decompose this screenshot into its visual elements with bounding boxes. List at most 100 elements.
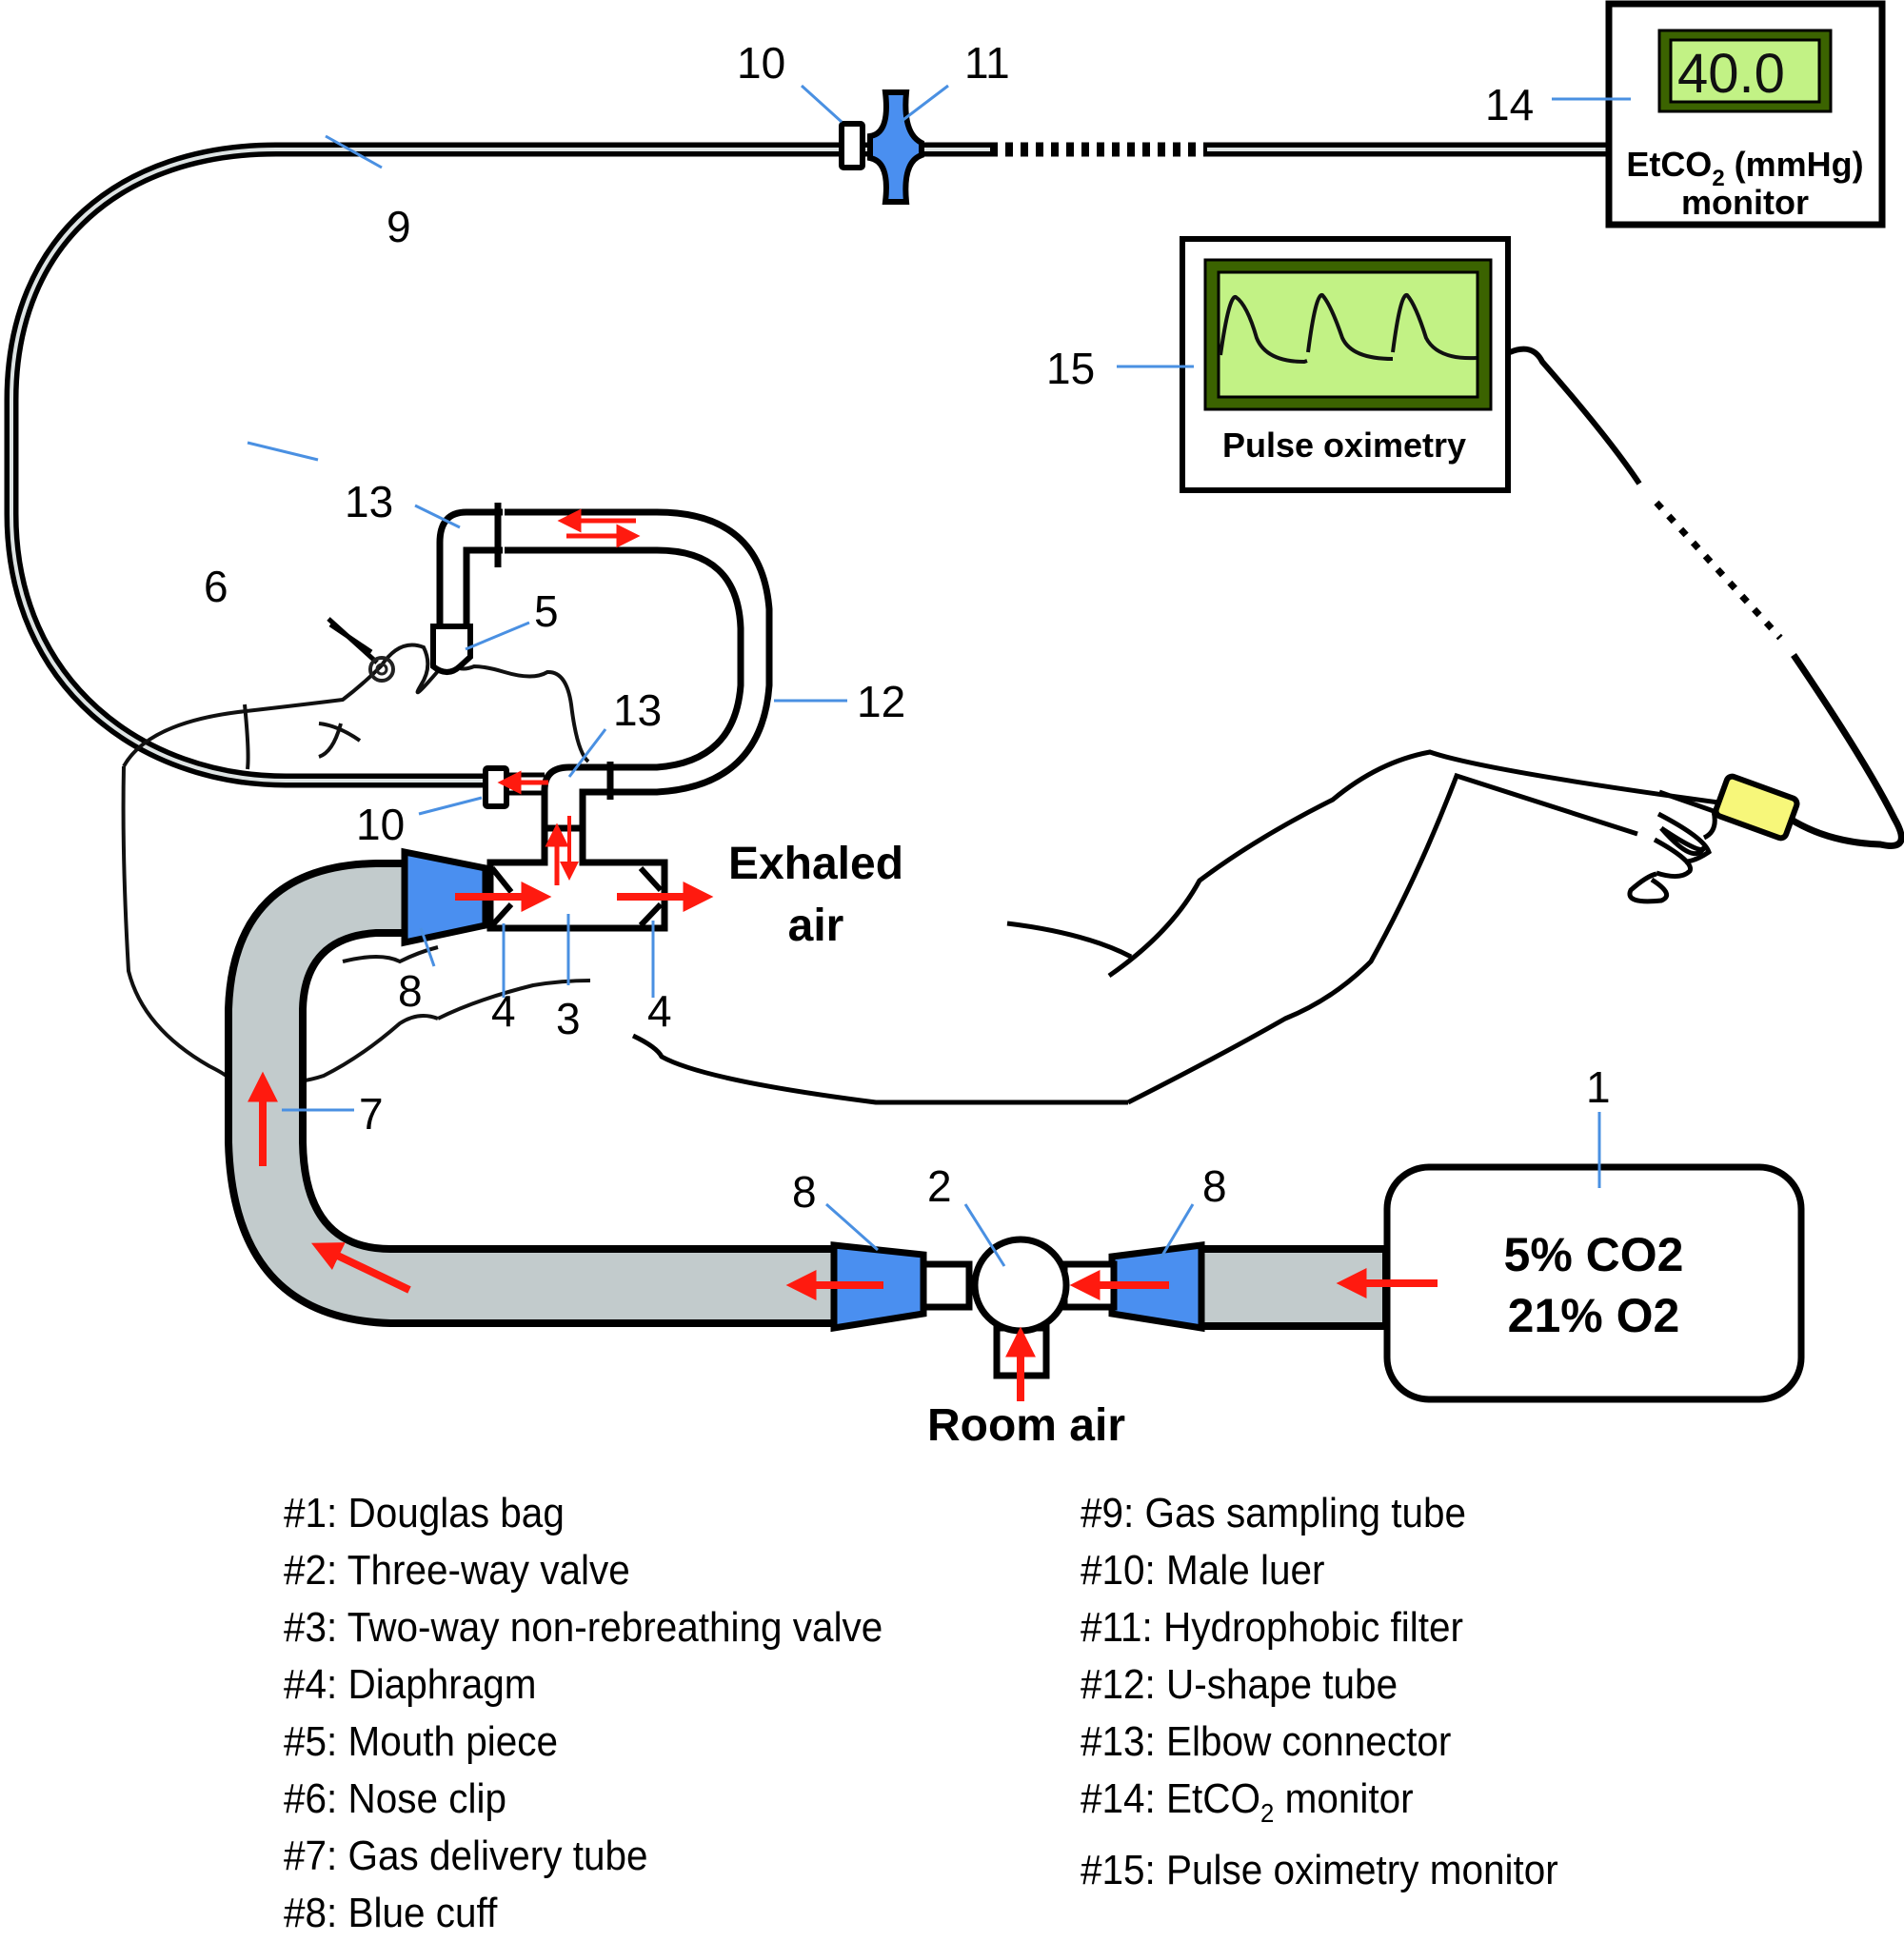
etco2-monitor-label: EtCO2 (mmHg) [1626, 145, 1863, 191]
callout-5: 5 [534, 586, 559, 636]
legend-text: Blue cuff [347, 1890, 498, 1936]
exhaled-air-label-line1: Exhaled [728, 839, 903, 889]
douglas-bag [1383, 1163, 1805, 1403]
callout-11: 11 [964, 38, 1010, 88]
callout-7: 7 [359, 1089, 384, 1139]
callout-3: 3 [556, 994, 581, 1043]
legend-text: Douglas bag [347, 1490, 565, 1536]
legend-text: EtCO [1166, 1775, 1261, 1822]
gas-delivery-tube [225, 860, 842, 1327]
legend-num: #9: [1081, 1490, 1135, 1536]
pulse-oximetry-label: Pulse oximetry [1222, 426, 1466, 465]
legend-item: #12: U-shape tube [1081, 1656, 1558, 1714]
douglas-bag-o2: 21% O2 [1508, 1289, 1680, 1342]
legend-num: #6: [284, 1775, 338, 1822]
two-way-non-rebreathing-valve [486, 824, 668, 932]
etco2-reading: 40.0 [1677, 43, 1785, 105]
legend-text: Gas sampling tube [1144, 1490, 1467, 1536]
legend-text: Diaphragm [347, 1661, 537, 1708]
mouth-piece [430, 624, 473, 675]
legend-num: #13: [1081, 1718, 1156, 1765]
callout-13-bottom: 13 [613, 685, 662, 735]
flow-arrows [248, 508, 1438, 1401]
legend-num: #7: [284, 1833, 338, 1879]
legend-item: #13: Elbow connector [1081, 1714, 1558, 1771]
callout-10-top: 10 [737, 38, 785, 88]
callout-numbers: 10 11 14 9 15 13 6 5 13 12 10 8 4 3 4 7 … [204, 38, 1611, 1217]
bag-connection-tube [1196, 1245, 1390, 1330]
pulse-oximetry-cable [1508, 346, 1904, 849]
legend-item: #15: Pulse oximetry monitor [1081, 1842, 1558, 1899]
legend-text: Three-way valve [347, 1547, 630, 1594]
callout-12: 12 [857, 677, 905, 726]
legend-item: #7: Gas delivery tube [284, 1828, 883, 1885]
legend-item: #6: Nose clip [284, 1771, 883, 1828]
male-luer-top [839, 121, 865, 170]
legend-item: #5: Mouth piece [284, 1714, 883, 1771]
legend-num: #15: [1081, 1846, 1156, 1893]
etco2-monitor: 40.0 EtCO2 (mmHg) monitor [1605, 0, 1886, 228]
u-shape-tube [505, 508, 773, 796]
legend-text: Two-way non-rebreathing valve [347, 1604, 883, 1651]
blue-cuff-upper [401, 847, 489, 947]
legend-num: #5: [284, 1718, 338, 1765]
exhaled-air-label-line2: air [788, 901, 844, 951]
leader-lines [247, 84, 1631, 1267]
legend-num: #12: [1081, 1661, 1156, 1708]
legend-text: monitor [1274, 1775, 1414, 1822]
callout-1: 1 [1586, 1062, 1611, 1112]
callout-8-left: 8 [792, 1167, 817, 1217]
callout-13-top: 13 [345, 477, 393, 526]
legend-num: #3: [284, 1604, 338, 1651]
legend-item: #2: Three-way valve [284, 1542, 883, 1599]
etco2-monitor-label-line2: monitor [1681, 183, 1809, 222]
legend-item: #8: Blue cuff [284, 1885, 883, 1942]
hydrophobic-filter [867, 89, 924, 205]
legend-text: Elbow connector [1166, 1718, 1452, 1765]
callout-15: 15 [1046, 344, 1095, 393]
legend-item: #4: Diaphragm [284, 1656, 883, 1714]
legend-text: Hydrophobic filter [1163, 1604, 1464, 1651]
legend-item: #1: Douglas bag [284, 1485, 883, 1542]
legend-item: #14: EtCO2 monitor [1081, 1771, 1558, 1842]
callout-8-upper: 8 [398, 966, 423, 1016]
gas-sampling-tube [4, 142, 1611, 788]
legend-column-1: #1: Douglas bag #2: Three-way valve #3: … [284, 1485, 883, 1942]
legend-item: #9: Gas sampling tube [1081, 1485, 1558, 1542]
legend-num: #4: [284, 1661, 338, 1708]
room-air-label: Room air [927, 1400, 1125, 1451]
callout-10-bottom: 10 [356, 800, 405, 849]
legend-item: #11: Hydrophobic filter [1081, 1599, 1558, 1656]
legend-text: Gas delivery tube [347, 1833, 648, 1879]
pulse-waveform [1219, 293, 1478, 365]
legend-text: Nose clip [347, 1775, 507, 1822]
legend-text: U-shape tube [1166, 1661, 1398, 1708]
legend-num: #8: [284, 1890, 338, 1936]
legend-text: Pulse oximetry monitor [1166, 1846, 1558, 1893]
legend-text: Mouth piece [347, 1718, 559, 1765]
callout-8-right: 8 [1202, 1161, 1227, 1211]
finger-sensor [1713, 773, 1800, 842]
legend-text: Male luer [1166, 1547, 1325, 1594]
legend-num: #1: [284, 1490, 338, 1536]
callout-14: 14 [1485, 80, 1534, 129]
nose-clip [327, 617, 395, 683]
legend-num: #10: [1081, 1547, 1156, 1594]
legend-num: #14: [1081, 1775, 1156, 1822]
diaphragm [489, 865, 664, 928]
male-luer-bottom [483, 765, 509, 809]
legend-num: #11: [1081, 1604, 1153, 1651]
callout-9: 9 [387, 202, 411, 251]
callout-6: 6 [204, 562, 228, 611]
legend-subscript: 2 [1260, 1797, 1275, 1828]
legend-item: #10: Male luer [1081, 1542, 1558, 1599]
legend-item: #3: Two-way non-rebreathing valve [284, 1599, 883, 1656]
legend-column-2: #9: Gas sampling tube #10: Male luer #11… [1081, 1485, 1558, 1899]
douglas-bag-co2: 5% CO2 [1504, 1228, 1684, 1281]
callout-4-right: 4 [647, 986, 672, 1036]
arrow-tube-bend [311, 1242, 411, 1294]
legend-num: #2: [284, 1547, 338, 1594]
pulse-oximetry-monitor: Pulse oximetry [1180, 236, 1511, 493]
callout-4-left: 4 [491, 986, 516, 1036]
